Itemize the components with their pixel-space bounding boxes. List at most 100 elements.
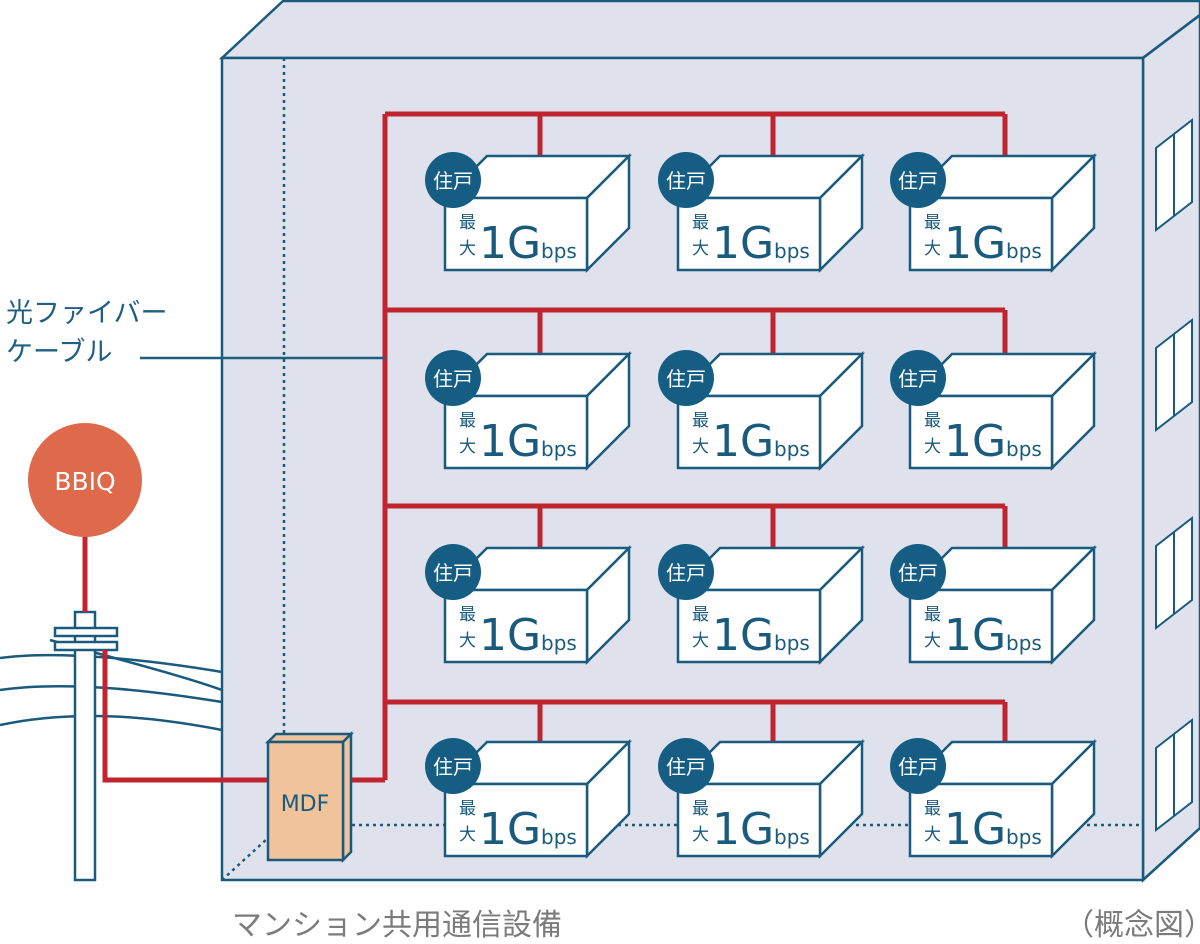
unit-badge-text: 住戸 xyxy=(433,367,473,391)
unit-badge xyxy=(890,544,946,600)
unit-badge-text: 住戸 xyxy=(898,367,938,391)
unit-badge xyxy=(425,152,481,208)
unit-speed-unit: bps xyxy=(774,239,810,263)
unit-max-bottom: 大 xyxy=(459,239,476,259)
bbiq-feed xyxy=(82,535,268,783)
unit-front-face xyxy=(676,196,822,272)
unit-speed-value: 1G xyxy=(712,416,774,467)
unit-badge-text: 住戸 xyxy=(433,169,473,193)
unit-max-bottom: 大 xyxy=(924,825,941,845)
unit-max-bottom: 大 xyxy=(459,437,476,457)
unit-speed-unit: bps xyxy=(774,631,810,655)
unit-badge xyxy=(658,738,714,794)
unit-max-top: 最 xyxy=(459,411,476,431)
unit-max-bottom: 大 xyxy=(692,631,709,651)
utility-pole xyxy=(0,610,223,882)
unit-max-top: 最 xyxy=(459,605,476,625)
unit-max-top: 最 xyxy=(924,605,941,625)
unit-max-bottom: 大 xyxy=(692,825,709,845)
unit-speed-value: 1G xyxy=(479,804,541,855)
unit-max-top: 最 xyxy=(459,799,476,819)
fiber-label-line-1: 光ファイバー xyxy=(6,298,168,329)
unit-badge-text: 住戸 xyxy=(898,755,938,779)
unit-max-top: 最 xyxy=(692,411,709,431)
unit-speed-unit: bps xyxy=(1006,239,1042,263)
unit-badge xyxy=(658,544,714,600)
unit-badge-text: 住戸 xyxy=(898,169,938,193)
building-top xyxy=(218,0,1200,60)
unit-front-face xyxy=(443,196,589,272)
unit-badge-text: 住戸 xyxy=(666,367,706,391)
unit-speed-value: 1G xyxy=(712,610,774,661)
unit-front-face xyxy=(676,782,822,858)
unit-badge-text: 住戸 xyxy=(433,755,473,779)
unit-speed-value: 1G xyxy=(944,416,1006,467)
unit-badge-text: 住戸 xyxy=(898,561,938,585)
unit-front-face xyxy=(443,588,589,664)
unit-speed-unit: bps xyxy=(1006,825,1042,849)
unit-speed-unit: bps xyxy=(541,825,577,849)
side-windows xyxy=(1155,117,1193,833)
unit-badge-text: 住戸 xyxy=(666,169,706,193)
mdf-label: MDF xyxy=(281,792,330,817)
unit-badge-text: 住戸 xyxy=(666,755,706,779)
unit-badge-text: 住戸 xyxy=(433,561,473,585)
unit-max-bottom: 大 xyxy=(924,239,941,259)
fiber-cable-label: 光ファイバー ケーブル xyxy=(6,294,167,372)
unit-badge xyxy=(425,738,481,794)
unit-speed-unit: bps xyxy=(541,239,577,263)
unit-max-top: 最 xyxy=(924,799,941,819)
unit-max-top: 最 xyxy=(459,213,476,233)
unit-max-bottom: 大 xyxy=(924,631,941,651)
mdf-box xyxy=(264,730,355,864)
fiber-label-line-2: ケーブル xyxy=(6,337,113,368)
unit-max-top: 最 xyxy=(692,605,709,625)
concept-note: （概念図） xyxy=(1064,908,1200,943)
unit-front-face xyxy=(676,394,822,470)
unit-front-face xyxy=(443,782,589,858)
unit-speed-unit: bps xyxy=(1006,631,1042,655)
unit-max-top: 最 xyxy=(692,799,709,819)
unit-badge xyxy=(890,350,946,406)
unit-front-face xyxy=(908,196,1054,272)
unit-badge xyxy=(890,738,946,794)
unit-badge xyxy=(658,152,714,208)
unit-badge xyxy=(658,350,714,406)
unit-badge-text: 住戸 xyxy=(666,561,706,585)
unit-max-bottom: 大 xyxy=(692,437,709,457)
unit-front-face xyxy=(908,394,1054,470)
bbiq-label: BBIQ xyxy=(54,467,115,496)
unit-speed-value: 1G xyxy=(944,804,1006,855)
unit-max-bottom: 大 xyxy=(924,437,941,457)
unit-speed-value: 1G xyxy=(479,416,541,467)
unit-speed-value: 1G xyxy=(712,218,774,269)
unit-speed-unit: bps xyxy=(774,825,810,849)
unit-max-bottom: 大 xyxy=(692,239,709,259)
unit-front-face xyxy=(908,782,1054,858)
unit-speed-value: 1G xyxy=(479,610,541,661)
unit-front-face xyxy=(908,588,1054,664)
unit-badge xyxy=(425,544,481,600)
unit-speed-unit: bps xyxy=(541,437,577,461)
unit-front-face xyxy=(443,394,589,470)
unit-badge xyxy=(425,350,481,406)
unit-max-top: 最 xyxy=(924,411,941,431)
bbiq-node xyxy=(28,423,142,537)
unit-speed-unit: bps xyxy=(541,631,577,655)
unit-max-top: 最 xyxy=(924,213,941,233)
unit-front-face xyxy=(676,588,822,664)
unit-speed-unit: bps xyxy=(1006,437,1042,461)
unit-speed-value: 1G xyxy=(479,218,541,269)
unit-max-top: 最 xyxy=(692,213,709,233)
